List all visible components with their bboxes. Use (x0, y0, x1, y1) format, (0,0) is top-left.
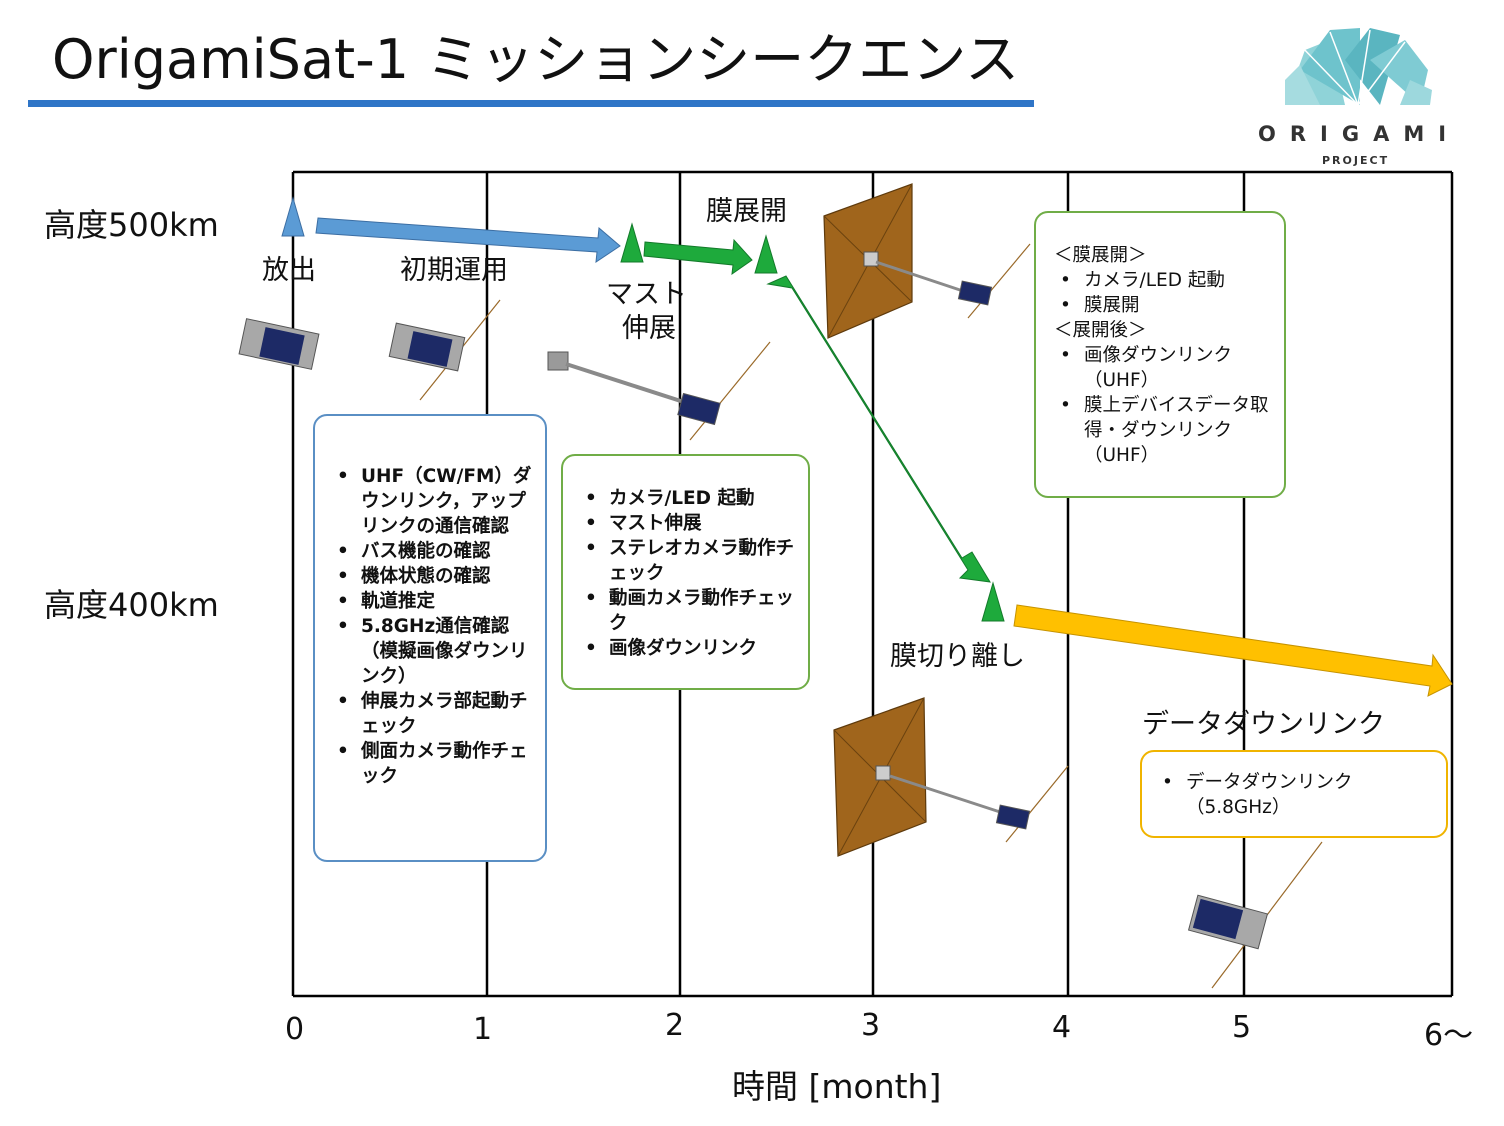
list-item: ステレオカメラ動作チェック (579, 536, 798, 586)
satellite-membrane-icon (823, 183, 1031, 339)
list-item: 膜上デバイスデータ取得・ダウンリンク（UHF） (1054, 393, 1270, 468)
list-item: カメラ/LED 起動 (579, 486, 798, 511)
green-descent-arrow-icon (766, 275, 991, 583)
phase-separation-label: 膜切り離し (890, 641, 1025, 672)
title-underline (28, 100, 1034, 107)
initial-ops-box: UHF（CW/FM）ダウンリンク，アップリンクの通信確認 バス機能の確認 機体状… (313, 414, 547, 862)
satellite-separated-icon (833, 697, 1069, 857)
x-tick-label: 1 (473, 1012, 493, 1047)
mast-extension-box: カメラ/LED 起動 マスト伸展 ステレオカメラ動作チェック 動画カメラ動作チェ… (561, 454, 810, 690)
satellite-initial-icon (388, 299, 501, 401)
release-marker-icon (281, 196, 305, 237)
data-downlink-box: データダウンリンク（5.8GHz） (1140, 750, 1448, 838)
x-tick-label: 4 (1052, 1010, 1072, 1045)
x-tick-label: 2 (665, 1008, 685, 1043)
list-item: マスト伸展 (579, 511, 798, 536)
yellow-arrow-icon (1013, 604, 1453, 697)
logo-subtitle: PROJECT (1322, 154, 1390, 167)
list-item: バス機能の確認 (331, 539, 535, 564)
phase-membrane-deploy-label: 膜展開 (706, 196, 787, 227)
x-tick-label: 3 (861, 1008, 881, 1043)
list-item: 側面カメラ動作チェック (331, 739, 535, 789)
list-item: UHF（CW/FM）ダウンリンク，アップリンクの通信確認 (331, 464, 535, 539)
satellite-downlink-icon (1187, 841, 1323, 989)
logo-wordmark: ORIGAMI (1258, 122, 1461, 146)
list-item: 軌道推定 (331, 589, 535, 614)
phase-mast-label-1: マスト (606, 279, 687, 310)
altitude-400km-label: 高度400km (44, 586, 219, 624)
membrane-deploy-box: ＜膜展開＞ カメラ/LED 起動 膜展開 ＜展開後＞ 画像ダウンリンク（UHF）… (1034, 211, 1286, 498)
list-item: 伸展カメラ部起動チェック (331, 689, 535, 739)
x-tick-label: 0 (285, 1012, 305, 1047)
x-tick-label: 5 (1232, 1010, 1252, 1045)
green-arrow-icon (643, 238, 753, 276)
mast-marker-icon (620, 222, 644, 263)
x-axis-label: 時間 [month] (732, 1067, 942, 1106)
list-item: データダウンリンク（5.8GHz） (1156, 770, 1434, 820)
list-item: 画像ダウンリンク（UHF） (1054, 343, 1270, 393)
phase-release-label: 放出 (262, 255, 316, 286)
section-heading: ＜展開後＞ (1054, 320, 1147, 341)
list-item: 画像ダウンリンク (579, 636, 798, 661)
satellite-stowed-icon (238, 318, 320, 370)
section-heading: ＜膜展開＞ (1054, 245, 1147, 266)
list-item: 機体状態の確認 (331, 564, 535, 589)
origami-logo-icon (1285, 28, 1432, 106)
list-item: 膜展開 (1054, 293, 1270, 318)
phase-mast-label-2: 伸展 (622, 313, 676, 344)
satellite-mast-icon (547, 341, 771, 441)
list-item: カメラ/LED 起動 (1054, 268, 1270, 293)
page-title: OrigamiSat-1 ミッションシークエンス (52, 28, 1020, 91)
list-item: 5.8GHz通信確認（模擬画像ダウンリンク） (331, 614, 535, 689)
deploy-marker-icon (754, 234, 778, 274)
phase-initial-ops-label: 初期運用 (400, 255, 508, 286)
x-tick-label: 6～ (1424, 1018, 1474, 1053)
separation-marker-icon (981, 581, 1005, 622)
altitude-500km-label: 高度500km (44, 206, 219, 244)
list-item: 動画カメラ動作チェック (579, 586, 798, 636)
blue-arrow-icon (315, 217, 621, 264)
phase-downlink-label: データダウンリンク (1142, 709, 1385, 740)
